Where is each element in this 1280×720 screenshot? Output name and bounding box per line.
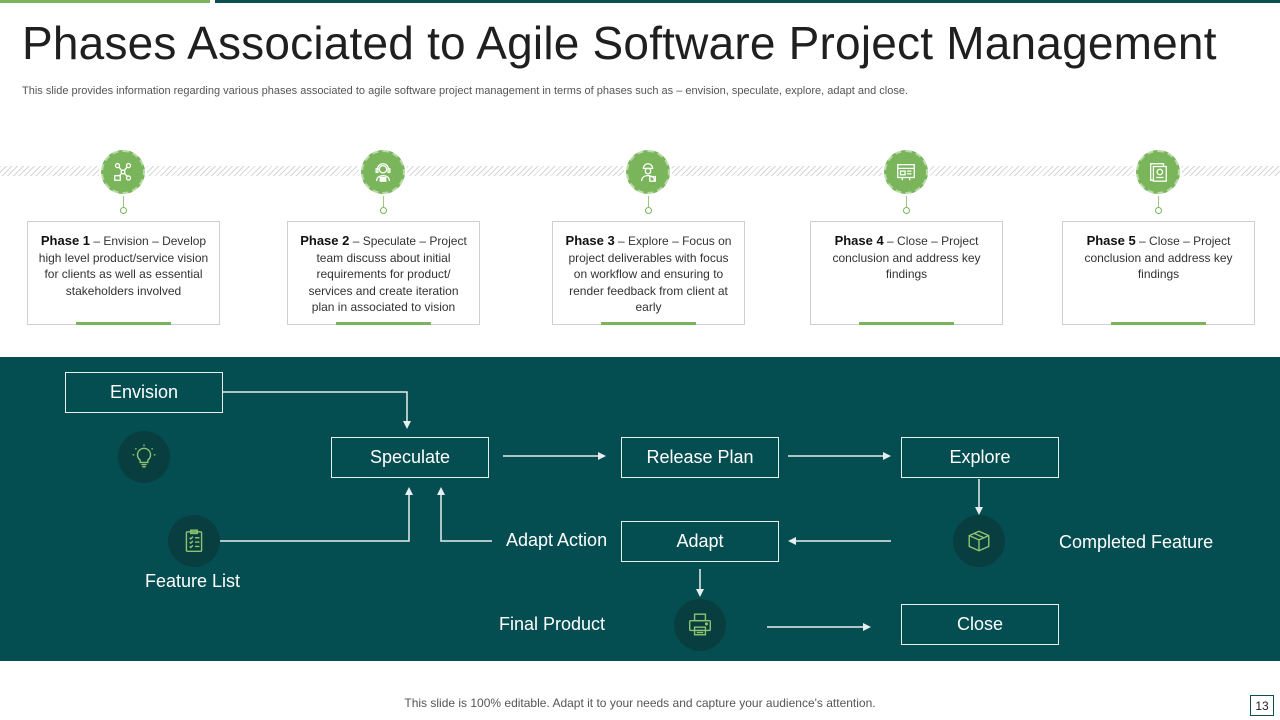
worker-icon — [626, 150, 670, 194]
phase-3-text: – Explore – Focus on project deliverable… — [568, 234, 732, 314]
arrow-featurelist-speculate — [220, 487, 413, 542]
report-board-icon — [884, 150, 928, 194]
box-icon — [953, 515, 1005, 567]
phase-5-stem — [1158, 196, 1159, 210]
phase-1-text: – Envision – Develop high level product/… — [38, 234, 209, 298]
phase-3-name: Phase 3 — [565, 233, 615, 248]
page-title: Phases Associated to Agile Software Proj… — [22, 17, 1217, 69]
phase-3-stem — [648, 196, 649, 210]
adapt-box: Adapt — [621, 521, 779, 562]
flow-connectors — [220, 391, 983, 631]
page-subtitle: This slide provides information regardin… — [22, 85, 908, 97]
phase-1-card: Phase 1 – Envision – Develop high level … — [27, 221, 220, 325]
people-network-icon — [101, 150, 145, 194]
feature-list-label: Feature List — [145, 571, 241, 591]
arrow-envision-speculate — [222, 391, 411, 429]
phase-3-underline — [601, 322, 696, 325]
phase-2-card: Phase 2 – Speculate – Project team discu… — [287, 221, 480, 325]
phase-4-stem — [906, 196, 907, 210]
phase-2-stem — [383, 196, 384, 210]
phase-2-dot — [380, 207, 387, 214]
phase-4-name: Phase 4 — [834, 233, 884, 248]
phase-4-dot — [903, 207, 910, 214]
page-number: 13 — [1250, 695, 1274, 716]
top-accent-green — [0, 0, 210, 3]
phase-5-underline — [1111, 322, 1206, 325]
release-plan-box: Release Plan — [621, 437, 779, 478]
phase-5-text: – Close – Project conclusion and address… — [1084, 234, 1233, 281]
phase-1-dot — [120, 207, 127, 214]
phase-4-underline — [859, 322, 954, 325]
adapt-action-label: Adapt Action — [506, 530, 608, 550]
certificate-icon — [1136, 150, 1180, 194]
phase-2-text: – Speculate – Project team discuss about… — [308, 234, 467, 314]
support-agent-icon — [361, 150, 405, 194]
phase-5-card: Phase 5 – Close – Project conclusion and… — [1062, 221, 1255, 325]
phase-3-card: Phase 3 – Explore – Focus on project del… — [552, 221, 745, 325]
top-accent-teal — [215, 0, 1280, 3]
final-product-label: Final Product — [499, 614, 606, 634]
phase-5-dot — [1155, 207, 1162, 214]
phase-2-name: Phase 2 — [300, 233, 350, 248]
agile-flow-diagram: Envision Speculate Release Plan Explore … — [0, 357, 1280, 661]
phase-1-name: Phase 1 — [40, 233, 91, 248]
phase-2-underline — [336, 322, 431, 325]
envision-box: Envision — [65, 372, 223, 413]
completed-feature-label: Completed Feature — [1059, 532, 1214, 552]
phase-4-text: – Close – Project conclusion and address… — [832, 234, 981, 281]
phase-1-underline — [76, 322, 171, 325]
footer-note: This slide is 100% editable. Adapt it to… — [404, 696, 876, 710]
phase-4-card: Phase 4 – Close – Project conclusion and… — [810, 221, 1003, 325]
arrow-adaptaction-speculate — [437, 487, 492, 542]
phase-5-name: Phase 5 — [1086, 233, 1136, 248]
printer-icon — [674, 599, 726, 651]
explore-box: Explore — [901, 437, 1059, 478]
close-box: Close — [901, 604, 1059, 645]
phase-3-dot — [645, 207, 652, 214]
phase-1-stem — [123, 196, 124, 210]
lightbulb-icon — [118, 431, 170, 483]
speculate-box: Speculate — [331, 437, 489, 478]
clipboard-list-icon — [168, 515, 220, 567]
